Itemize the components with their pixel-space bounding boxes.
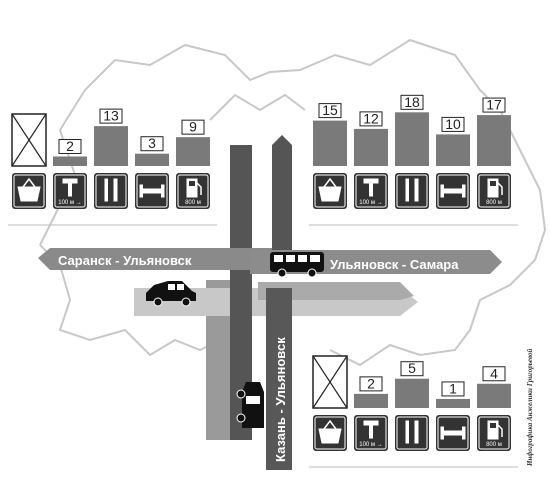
road-vertical-left — [230, 145, 252, 440]
fuel-pump-sign-border — [177, 174, 209, 208]
fuel-distance: 800 м — [185, 200, 201, 206]
fuel-distance: 800 м — [486, 442, 502, 448]
fuel-pump-icon — [487, 420, 503, 440]
value-label: 2 — [66, 138, 74, 154]
value-label-box — [181, 119, 205, 135]
shopping-basket-sign-border — [314, 416, 346, 450]
fork-knife-sign-border — [396, 174, 428, 208]
shopping-basket-sign-border — [13, 174, 45, 208]
wrench-sign-border — [355, 174, 387, 208]
value-label-box — [482, 366, 506, 382]
wrench-sign-border — [54, 174, 86, 208]
fork-knife-icon — [405, 178, 419, 202]
chart-southeast: 2 100 м → 5 1 4 800 м — [309, 355, 518, 468]
value-label-box — [400, 361, 424, 377]
bed-sign-border — [437, 174, 469, 208]
value-label: 15 — [322, 102, 338, 118]
road-east-lower — [258, 282, 414, 300]
fuel-pump-icon — [487, 178, 503, 198]
bar — [176, 137, 210, 166]
value-label-box — [441, 116, 465, 132]
fuel-pump-sign-border — [478, 416, 510, 450]
bar — [313, 120, 347, 166]
value-label: 1 — [449, 380, 457, 396]
bar — [395, 112, 429, 166]
bus-icon — [270, 252, 324, 278]
value-label-box — [400, 94, 424, 110]
wrench-icon — [363, 420, 379, 439]
shopping-basket-sign-border — [314, 174, 346, 208]
value-label-box — [441, 381, 465, 397]
chart-northwest: 2 100 м → 13 3 9 800 м — [8, 108, 217, 226]
value-label: 2 — [367, 375, 375, 391]
wrench-icon — [62, 178, 78, 197]
wrench-sign-border — [355, 416, 387, 450]
bar — [94, 126, 128, 166]
road-vertical-right — [272, 135, 292, 270]
region-map-outline — [39, 38, 547, 367]
value-label: 13 — [103, 108, 119, 124]
value-label-box — [99, 108, 123, 124]
fork-knife-sign — [94, 173, 128, 209]
bed-sign-border — [136, 174, 168, 208]
bed-icon — [440, 426, 466, 440]
value-label-box — [318, 103, 342, 119]
value-label: 12 — [363, 110, 379, 126]
value-label-box — [140, 136, 164, 152]
value-label: 9 — [189, 119, 197, 135]
shopping-basket-icon — [318, 419, 342, 444]
bed-sign-border — [437, 416, 469, 450]
bar — [477, 383, 511, 408]
bar — [354, 128, 388, 166]
bar — [135, 153, 169, 166]
fork-knife-sign-border — [95, 174, 127, 208]
road-label-south: Казань - Ульяновск — [273, 337, 288, 462]
fuel-distance: 800 м — [486, 200, 502, 206]
fuel-pump-icon — [186, 178, 202, 198]
bed-icon — [440, 184, 466, 198]
fuel-pump-sign-border — [478, 174, 510, 208]
bar — [53, 156, 87, 166]
value-label: 3 — [148, 135, 156, 151]
shopping-basket-icon — [17, 177, 41, 202]
road-south — [266, 288, 292, 470]
car-icon — [146, 281, 196, 307]
fork-knife-icon — [405, 420, 419, 444]
value-label-box — [359, 376, 383, 392]
no-service-cross — [11, 113, 47, 167]
value-label: 4 — [490, 365, 498, 381]
repair-distance: 100 м → — [58, 200, 81, 206]
value-label-box — [58, 138, 82, 154]
value-label: 10 — [445, 116, 461, 132]
value-label: 18 — [404, 94, 420, 110]
repair-distance: 100 м → — [359, 442, 382, 448]
road-west — [38, 248, 272, 270]
repair-distance: 100 м → — [359, 200, 382, 206]
shopping-basket-icon — [318, 177, 342, 202]
value-label: 5 — [408, 360, 416, 376]
fork-knife-sign — [395, 415, 429, 451]
value-label-box — [359, 111, 383, 127]
road-label-east: Ульяновск - Самара — [330, 257, 459, 272]
fork-knife-icon — [104, 178, 118, 202]
bar — [354, 393, 388, 408]
wrench-icon — [363, 178, 379, 197]
value-label-box — [482, 97, 506, 113]
value-label: 17 — [486, 97, 502, 113]
no-service-cross — [312, 355, 348, 409]
road-label-west: Саранск - Ульяновск — [58, 253, 192, 268]
bed-icon — [139, 184, 165, 198]
credit-text: Инфографика Анжелики Григорьевой — [526, 348, 534, 467]
chart-northeast: 15 12 100 м → 18 10 17 800 м — [309, 94, 518, 226]
bar — [436, 398, 470, 408]
car-icon-vertical — [236, 382, 264, 428]
bar — [436, 134, 470, 166]
bar — [395, 378, 429, 408]
fork-knife-sign — [395, 173, 429, 209]
fork-knife-sign-border — [396, 416, 428, 450]
bar — [477, 115, 511, 166]
